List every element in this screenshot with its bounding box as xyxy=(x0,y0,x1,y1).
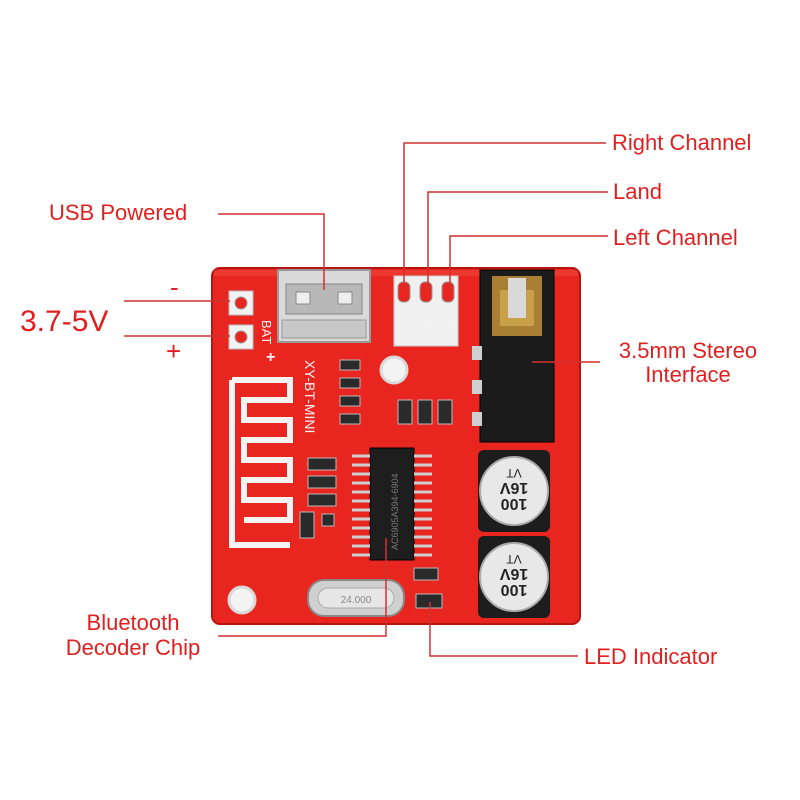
leader-right xyxy=(403,142,606,290)
label-land: Land xyxy=(613,179,662,204)
label-plus: + xyxy=(166,336,182,366)
leader-usb xyxy=(218,213,325,290)
label-bt-line2: Decoder Chip xyxy=(65,635,201,660)
cap-bottom-value: 100 xyxy=(501,581,528,598)
capacitor-bottom xyxy=(478,536,550,618)
cap-top-voltage: 16V xyxy=(499,479,528,496)
battery-pads xyxy=(228,290,254,350)
cap-top-value: 100 xyxy=(501,495,528,512)
silk-pin-gnd: GND xyxy=(422,319,434,344)
leader-bt xyxy=(218,538,387,637)
leader-led xyxy=(429,602,578,657)
audio-jack xyxy=(472,269,555,443)
smd-components xyxy=(299,359,453,609)
mounting-hole-bottom-left xyxy=(227,585,257,615)
label-minus: - xyxy=(170,272,179,302)
capacitor-top xyxy=(478,450,550,532)
crystal-oscillator xyxy=(307,579,405,617)
label-right-channel: Right Channel xyxy=(612,130,752,155)
antenna-trace xyxy=(229,377,293,548)
label-left-channel: Left Channel xyxy=(613,225,738,250)
silk-crystal: 24.000 xyxy=(341,595,372,606)
label-bt-line1: Bluetooth xyxy=(86,610,180,635)
decoder-chip xyxy=(352,447,432,561)
label-voltage: 3.7-5V xyxy=(20,305,109,338)
label-led-indicator: LED Indicator xyxy=(584,644,718,669)
cap-bottom-mark: VT xyxy=(506,552,522,566)
silk-chip: AC6905A394-6904 xyxy=(390,473,400,550)
mounting-hole-top-right xyxy=(379,355,409,385)
silk-bat: BAT xyxy=(259,320,274,344)
leader-left xyxy=(449,235,608,290)
silk-pin-r: R xyxy=(399,317,411,325)
label-stereo-line2: Interface xyxy=(645,362,731,387)
label-usb-powered: USB Powered xyxy=(49,200,188,225)
cap-top-mark: VT xyxy=(506,466,522,480)
silk-pin-l: L xyxy=(443,319,455,325)
cap-bottom-voltage: 16V xyxy=(499,565,528,582)
silk-board-name: XY-BT-MINI xyxy=(302,360,318,433)
leader-lines xyxy=(124,142,608,657)
header-pins xyxy=(393,275,459,347)
leader-land xyxy=(427,191,608,290)
label-stereo-line1: 3.5mm Stereo xyxy=(618,338,758,363)
silk-bat-plus: + xyxy=(266,349,275,366)
